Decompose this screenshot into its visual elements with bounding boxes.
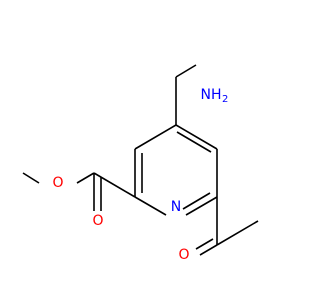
amine-nitrogen-label: NH (201, 87, 222, 103)
bond-c2-n1 (134, 196, 167, 216)
ring-nitrogen-label: N (171, 199, 181, 215)
bond-acyl-o-double-a (199, 244, 218, 256)
bond-c6-n1-double (182, 192, 211, 210)
ester-double-oxygen-label: O (92, 213, 103, 229)
bond-carbonyl-o-single (76, 172, 95, 184)
bond-c4-c5 (175, 124, 218, 150)
structure-diagram: N NH 2 O O O (22, 64, 259, 263)
ketone-oxygen-label: O (178, 247, 189, 263)
amine-subscript-label: 2 (222, 94, 228, 105)
bond-c2-carbonyl (93, 172, 136, 198)
ester-single-oxygen-label: O (52, 175, 63, 191)
bond-acyl-methyl (216, 220, 259, 246)
bond-o-methyl (22, 172, 40, 184)
bond-c6-n1 (185, 196, 218, 216)
bond-c4-c5-double (176, 131, 212, 153)
bond-c4-c3 (134, 124, 177, 150)
bond-acyl-o-double-b (195, 238, 214, 250)
bond-ch2-n (175, 64, 197, 78)
molecule-canvas: N NH 2 O O O (22, 64, 259, 263)
